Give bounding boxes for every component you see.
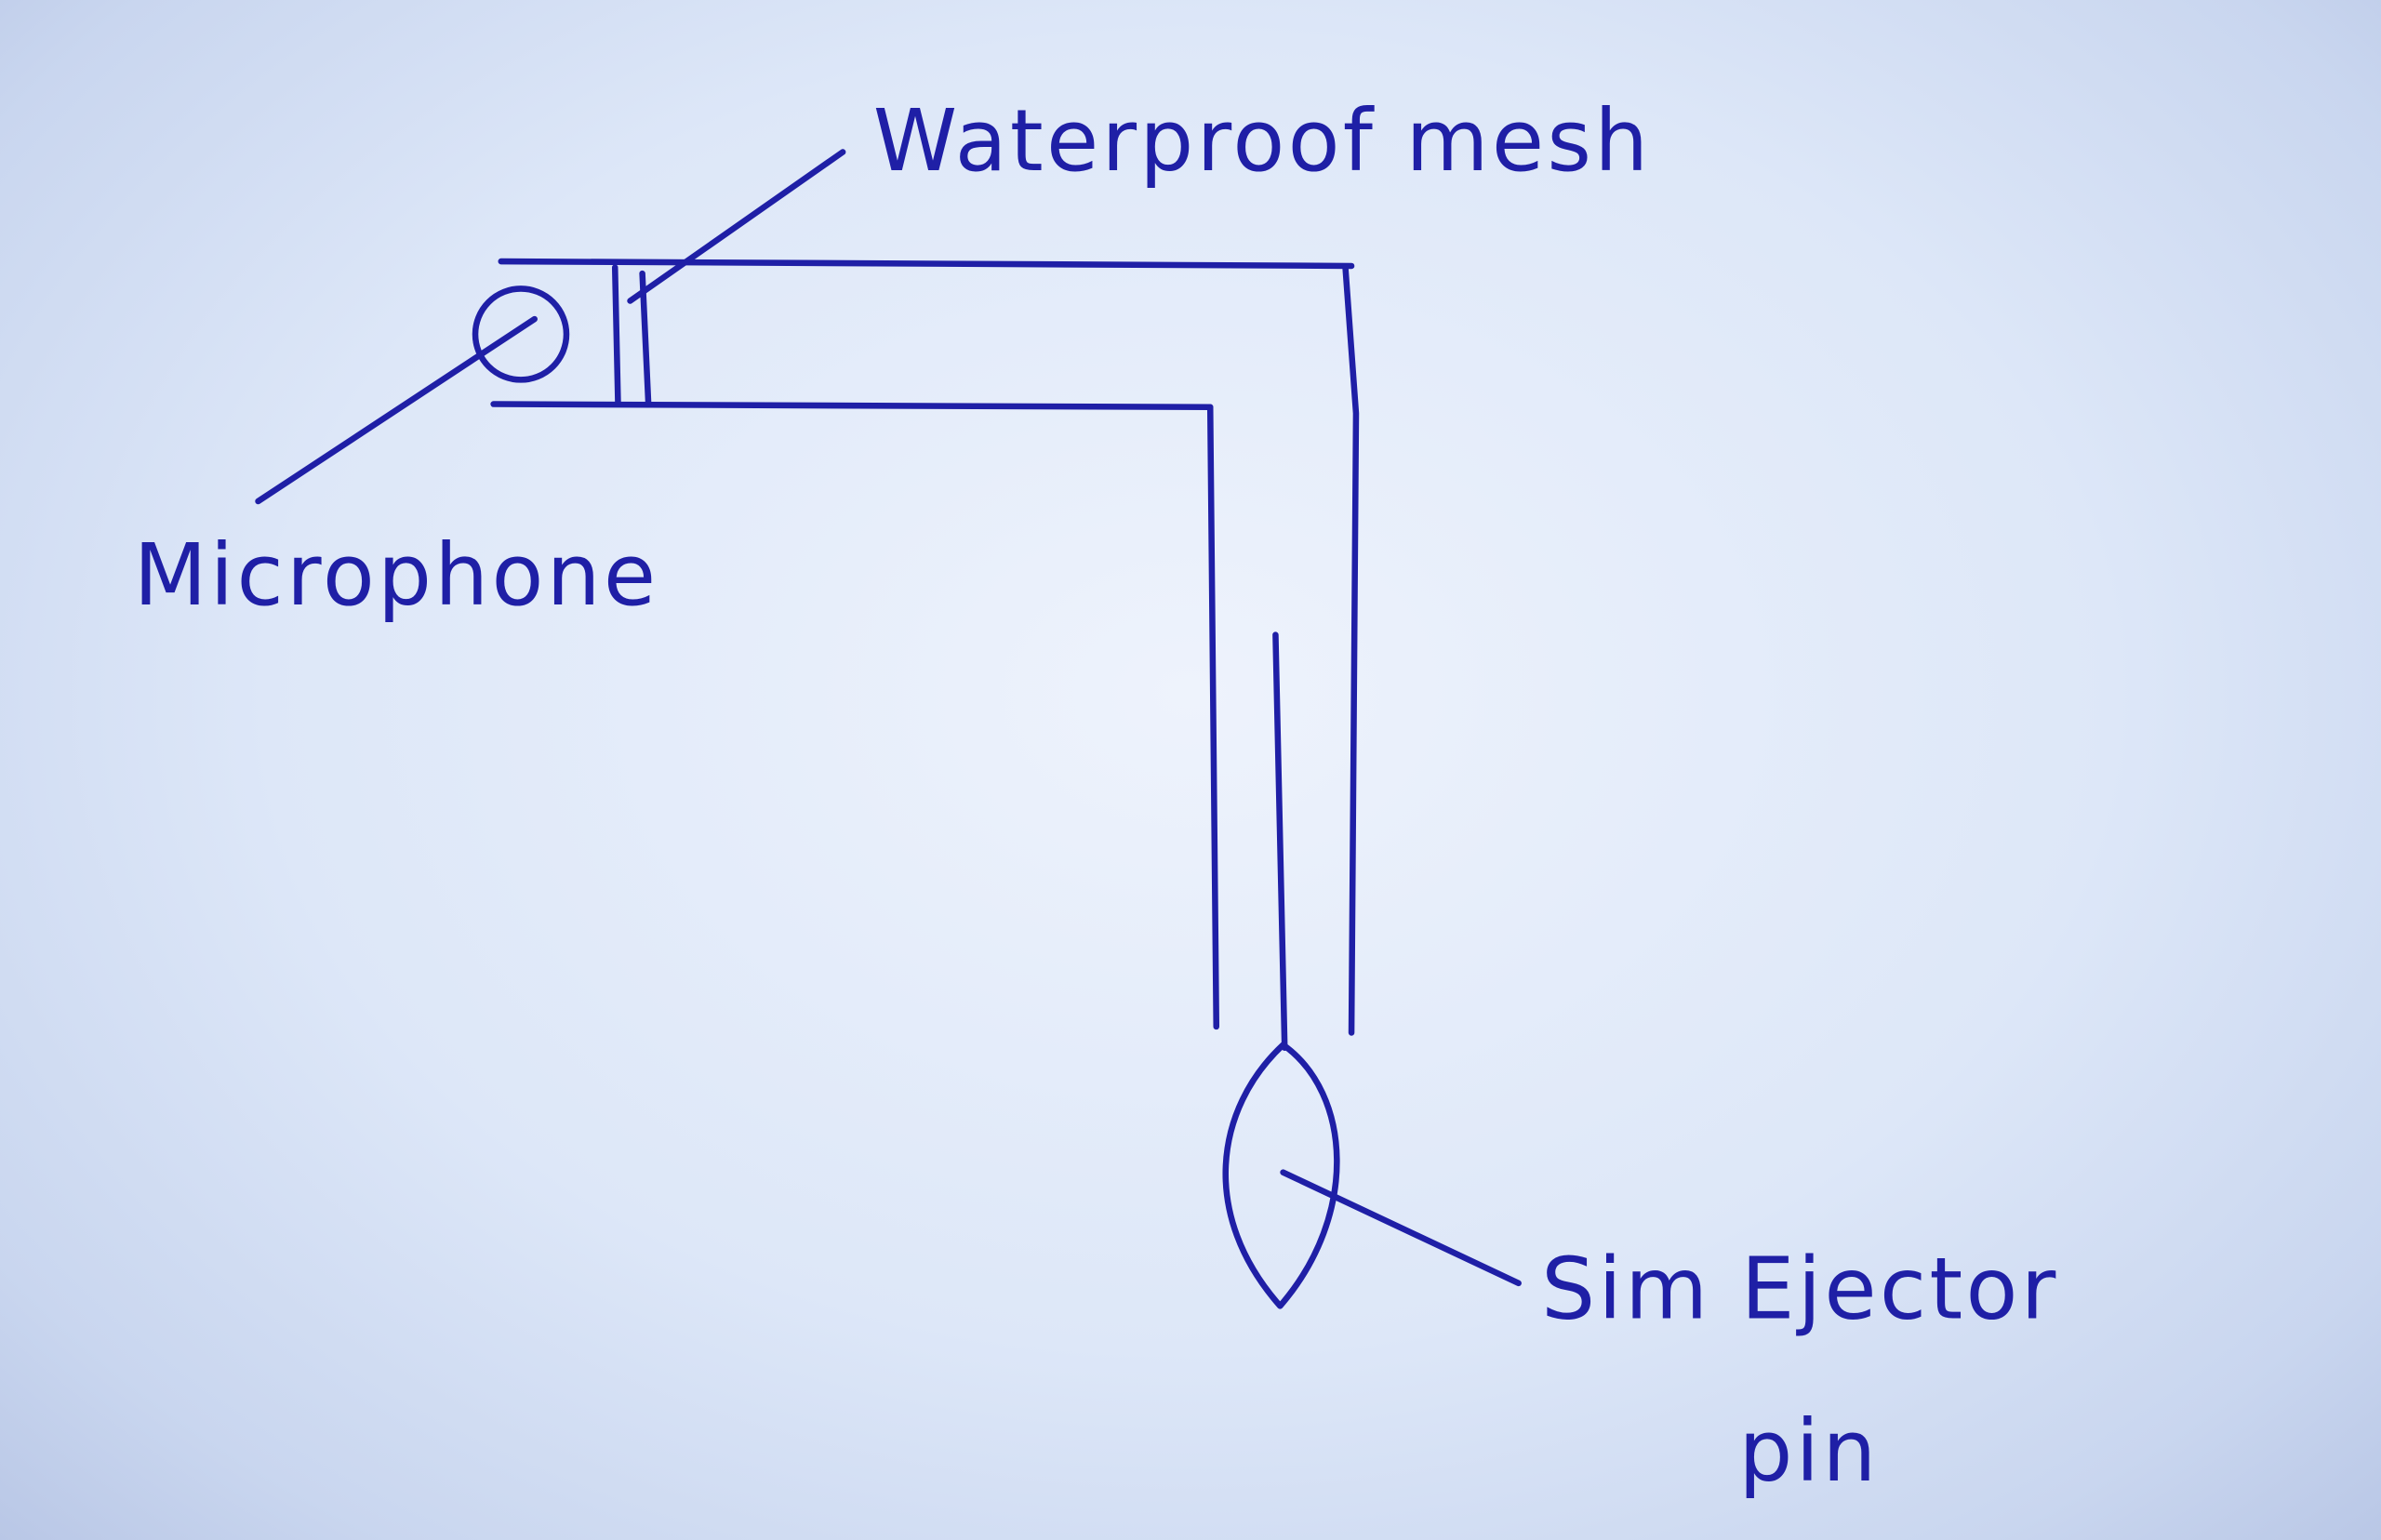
label-microphone: Microphone: [134, 525, 659, 625]
label-waterproof-mesh: Waterproof mesh: [873, 91, 1652, 191]
channel: [490, 258, 1360, 1036]
microphone-leader-line: [255, 315, 538, 505]
channel-inner-vertical: [1206, 404, 1220, 1030]
label-pin: pin: [1738, 1401, 1879, 1501]
pin-head: [1222, 1042, 1340, 1309]
mesh-leader-line: [627, 149, 846, 304]
microphone: [255, 285, 570, 505]
pin-leader-line: [1280, 1169, 1522, 1287]
channel-bottom-edge: [490, 401, 1214, 411]
channel-outer-vertical: [1342, 264, 1360, 1036]
sim-ejector-pin: [1222, 631, 1522, 1309]
pin-shaft: [1272, 631, 1288, 1052]
channel-top-edge: [498, 258, 1355, 270]
label-sim-ejector: Sim Ejector: [1541, 1239, 2058, 1338]
waterproof-mesh: [611, 149, 846, 407]
microphone-circle: [472, 285, 570, 383]
mesh-line-left: [611, 264, 621, 407]
